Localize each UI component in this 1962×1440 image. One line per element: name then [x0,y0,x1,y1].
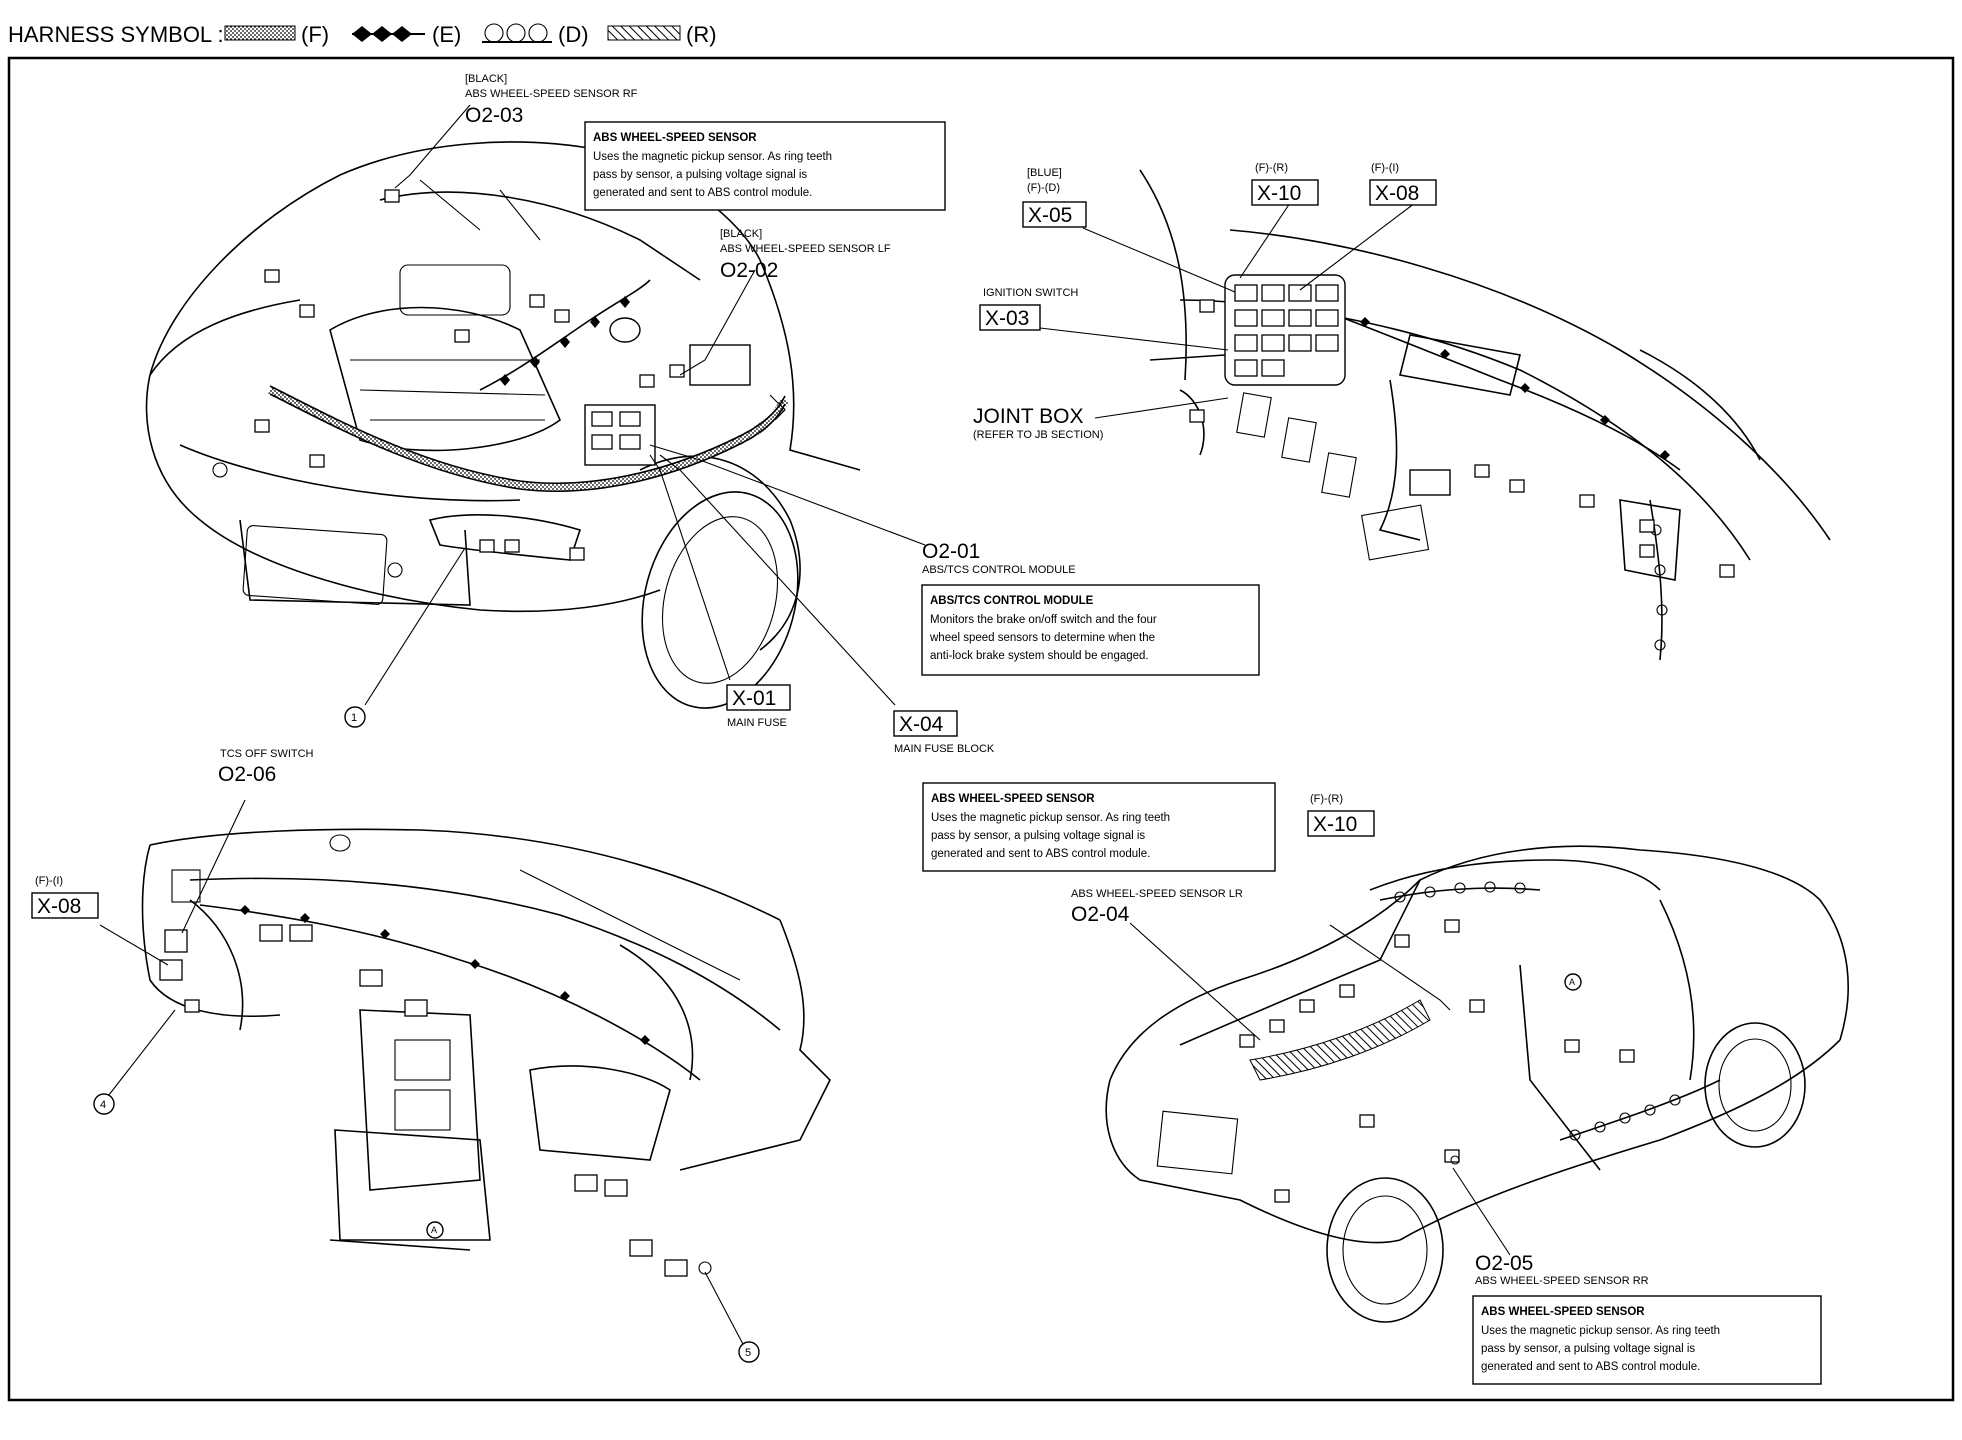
harness-d-swatch [482,23,552,43]
harness-e-swatch [352,26,425,42]
rf-sensor-name: ABS WHEEL-SPEED SENSOR RF [465,88,638,100]
x10-top-code: X-10 [1257,182,1301,205]
dashboard-interior-illustration [1039,169,1831,661]
callout-x10-top: (F)-(R) X-10 [1251,162,1319,206]
svg-text:wheel speed sensors to determi: wheel speed sensors to determine when th… [929,632,1155,644]
svg-text:5: 5 [745,1347,751,1359]
rear-vehicle-illustration [1105,845,1849,1323]
info-box-title: ABS/TCS CONTROL MODULE [930,595,1094,607]
callout-ignition-switch: IGNITION SWITCH X-03 [979,287,1078,331]
main-fuse-name: MAIN FUSE [727,717,787,729]
rf-color-tag: [BLACK] [465,73,507,85]
svg-text:1: 1 [351,712,357,724]
callout-tcs-off-switch: TCS OFF SWITCH O2-06 [218,748,314,786]
svg-text:pass by sensor, a pulsing volt: pass by sensor, a pulsing voltage signal… [593,169,807,181]
lr-connector-code: O2-04 [1071,903,1130,926]
marker-1: 1 [344,706,366,728]
svg-text:pass by sensor, a pulsing volt: pass by sensor, a pulsing voltage signal… [1481,1343,1695,1355]
svg-text:generated and sent to ABS cont: generated and sent to ABS control module… [931,848,1150,860]
callout-x08-top: (F)-(I) X-08 [1369,162,1437,206]
rf-connector-code: O2-03 [465,104,523,127]
info-box-sensor-top: ABS WHEEL-SPEED SENSOR Uses the magnetic… [584,121,946,211]
marker-4: 4 [93,1093,115,1115]
ignition-switch-name: IGNITION SWITCH [983,287,1078,299]
harness-r-swatch [607,25,681,41]
lf-color-tag: [BLACK] [720,228,762,240]
info-box-title: ABS WHEEL-SPEED SENSOR [931,793,1095,805]
svg-text:Uses the magnetic pickup senso: Uses the magnetic pickup sensor. As ring… [593,151,832,163]
x10-bottom-harness: (F)-(R) [1310,793,1343,805]
module-connector-code: O2-01 [922,540,980,563]
callout-abs-module: O2-01 ABS/TCS CONTROL MODULE [922,540,1076,576]
x08-top-code: X-08 [1375,182,1419,205]
info-box-title: ABS WHEEL-SPEED SENSOR [1481,1306,1645,1318]
callout-main-fuse: X-01 MAIN FUSE [726,684,791,729]
x08-top-harness: (F)-(I) [1371,162,1399,174]
harness-legend: HARNESS SYMBOL : (F) (E) (D) (R) [8,22,717,47]
lf-sensor-name: ABS WHEEL-SPEED SENSOR LF [720,243,891,255]
svg-text:generated and sent to ABS cont: generated and sent to ABS control module… [1481,1361,1700,1373]
svg-text:A: A [431,1225,437,1235]
legend-e-label: (E) [432,22,461,47]
x05-code: X-05 [1028,204,1072,227]
x08-bottom-code: X-08 [37,895,81,918]
lr-sensor-name: ABS WHEEL-SPEED SENSOR LR [1071,888,1243,900]
svg-text:Monitors the brake on/off swit: Monitors the brake on/off switch and the… [930,614,1157,626]
joint-box-name: JOINT BOX [973,405,1083,428]
rr-connector-code: O2-05 [1475,1252,1533,1275]
info-box-abs-module: ABS/TCS CONTROL MODULE Monitors the brak… [921,584,1260,676]
callout-lf-sensor: [BLACK] ABS WHEEL-SPEED SENSOR LF O2-02 [720,228,891,282]
marker-a-rear: A [1564,973,1582,991]
harness-f-swatch [224,25,296,41]
info-box-title: ABS WHEEL-SPEED SENSOR [593,132,757,144]
marker-a-dash: A [426,1221,444,1239]
x08-bottom-harness: (F)-(I) [35,875,63,887]
module-name: ABS/TCS CONTROL MODULE [922,564,1076,576]
legend-f-label: (F) [301,22,329,47]
tcs-off-switch-name: TCS OFF SWITCH [220,748,314,760]
callout-joint-box: JOINT BOX (REFER TO JB SECTION) [973,405,1103,441]
callout-x05: [BLUE] (F)-(D) X-05 [1022,167,1087,228]
lf-connector-code: O2-02 [720,259,778,282]
joint-box-note: (REFER TO JB SECTION) [973,429,1103,441]
svg-text:anti-lock brake system should: anti-lock brake system should be engaged… [930,650,1149,662]
diagram-frame [7,56,1955,1402]
instrument-panel-illustration [99,799,831,1349]
callout-x10-bottom: (F)-(R) X-10 [1307,793,1375,837]
svg-text:Uses the magnetic pickup senso: Uses the magnetic pickup sensor. As ring… [931,812,1170,824]
ignition-switch-code: X-03 [985,307,1029,330]
legend-title: HARNESS SYMBOL : [8,22,224,47]
svg-text:generated and sent to ABS cont: generated and sent to ABS control module… [593,187,812,199]
svg-text:4: 4 [100,1099,106,1111]
callout-rr-sensor: O2-05 ABS WHEEL-SPEED SENSOR RR [1475,1252,1649,1287]
main-fuse-block-code: X-04 [899,713,944,736]
main-fuse-code: X-01 [732,687,776,710]
legend-r-label: (R) [686,22,717,47]
callout-lr-sensor: ABS WHEEL-SPEED SENSOR LR O2-04 [1071,888,1243,926]
x10-top-harness: (F)-(R) [1255,162,1288,174]
x10-bottom-code: X-10 [1313,813,1357,836]
callout-main-fuse-block: X-04 MAIN FUSE BLOCK [893,710,995,755]
x05-harness: (F)-(D) [1027,182,1060,194]
svg-text:pass by sensor, a pulsing volt: pass by sensor, a pulsing voltage signal… [931,830,1145,842]
rr-sensor-name: ABS WHEEL-SPEED SENSOR RR [1475,1275,1649,1287]
callout-rf-sensor: [BLACK] ABS WHEEL-SPEED SENSOR RF O2-03 [465,73,638,127]
legend-d-label: (D) [558,22,589,47]
main-fuse-block-name: MAIN FUSE BLOCK [894,743,995,755]
marker-5: 5 [738,1341,760,1363]
info-box-sensor-mid: ABS WHEEL-SPEED SENSOR Uses the magnetic… [922,782,1276,872]
info-box-sensor-bottom: ABS WHEEL-SPEED SENSOR Uses the magnetic… [1472,1295,1822,1385]
x05-color-tag: [BLUE] [1027,167,1062,179]
svg-text:A: A [1569,977,1575,987]
callout-x08-bottom: (F)-(I) X-08 [31,875,99,919]
engine-bay-illustration [145,104,926,709]
svg-text:Uses the magnetic pickup senso: Uses the magnetic pickup sensor. As ring… [1481,1325,1720,1337]
tcs-off-switch-code: O2-06 [218,763,276,786]
